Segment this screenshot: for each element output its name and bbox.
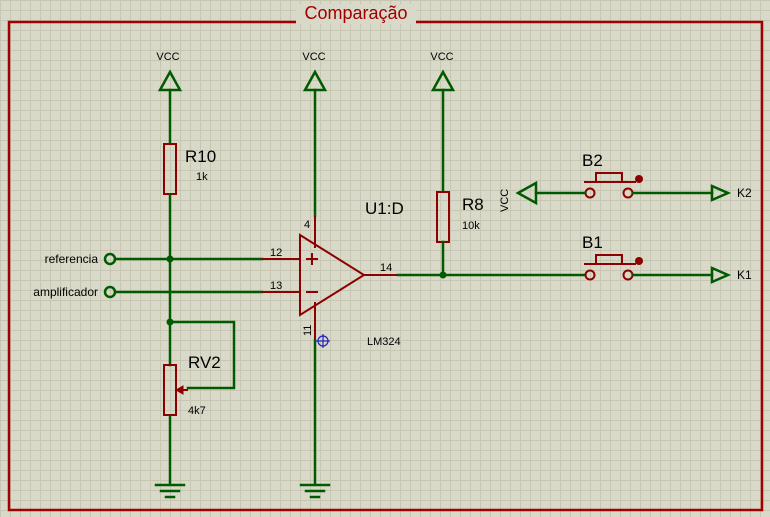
vcc-b2-label: VCC [499, 189, 511, 212]
vcc-power-symbol-r8[interactable]: VCC [430, 51, 456, 193]
k2-label: K2 [737, 186, 752, 200]
pushbutton-b1[interactable]: B1 [582, 233, 643, 281]
ground-symbol-rv2 [154, 483, 186, 499]
terminal-k2[interactable]: K2 [710, 184, 752, 202]
opamp-u1d[interactable]: U1:D LM324 12 13 14 4 11 [270, 199, 404, 348]
terminal-referencia[interactable]: referencia [45, 252, 117, 266]
rv2-ref: RV2 [188, 353, 221, 372]
junction-dot [166, 318, 174, 326]
k1-label: K1 [737, 268, 752, 282]
pin-11-label: 11 [302, 325, 314, 336]
title-background [296, 4, 416, 24]
resistor-r8[interactable]: R8 10k [436, 191, 484, 243]
r10-value: 1k [196, 171, 208, 183]
r8-value: 10k [462, 220, 480, 232]
pin-4-label: 4 [304, 219, 310, 231]
rv2-value: 4k7 [188, 405, 206, 417]
vcc-label: VCC [156, 51, 179, 63]
terminal-amplificador[interactable]: amplificador [33, 285, 117, 299]
potentiometer-rv2[interactable]: RV2 4k7 [163, 353, 221, 417]
pin-14-label: 14 [380, 262, 392, 274]
b1-ref: B1 [582, 233, 603, 252]
pushbutton-b2[interactable]: B2 [582, 151, 643, 199]
u1d-value: LM324 [367, 336, 401, 348]
r8-ref: R8 [462, 195, 484, 214]
referencia-label: referencia [45, 252, 99, 266]
r10-ref: R10 [185, 147, 216, 166]
vcc-power-symbol-opamp[interactable]: VCC [302, 51, 328, 218]
terminal-k1[interactable]: K1 [710, 266, 752, 284]
vcc-power-symbol-r10[interactable]: VCC [156, 51, 183, 145]
vcc-label: VCC [430, 51, 453, 63]
crosshair-cursor-icon [316, 334, 330, 348]
amplificador-label: amplificador [33, 285, 98, 299]
b2-ref: B2 [582, 151, 603, 170]
ground-symbol-opamp [299, 483, 331, 499]
vcc-label: VCC [302, 51, 325, 63]
u1d-ref: U1:D [365, 199, 404, 218]
resistor-r10[interactable]: R10 1k [163, 143, 216, 195]
sheet-title: Comparação [304, 3, 407, 23]
pin-12-label: 12 [270, 247, 282, 259]
vcc-power-symbol-b2[interactable]: VCC [499, 180, 538, 212]
pin-13-label: 13 [270, 280, 282, 292]
